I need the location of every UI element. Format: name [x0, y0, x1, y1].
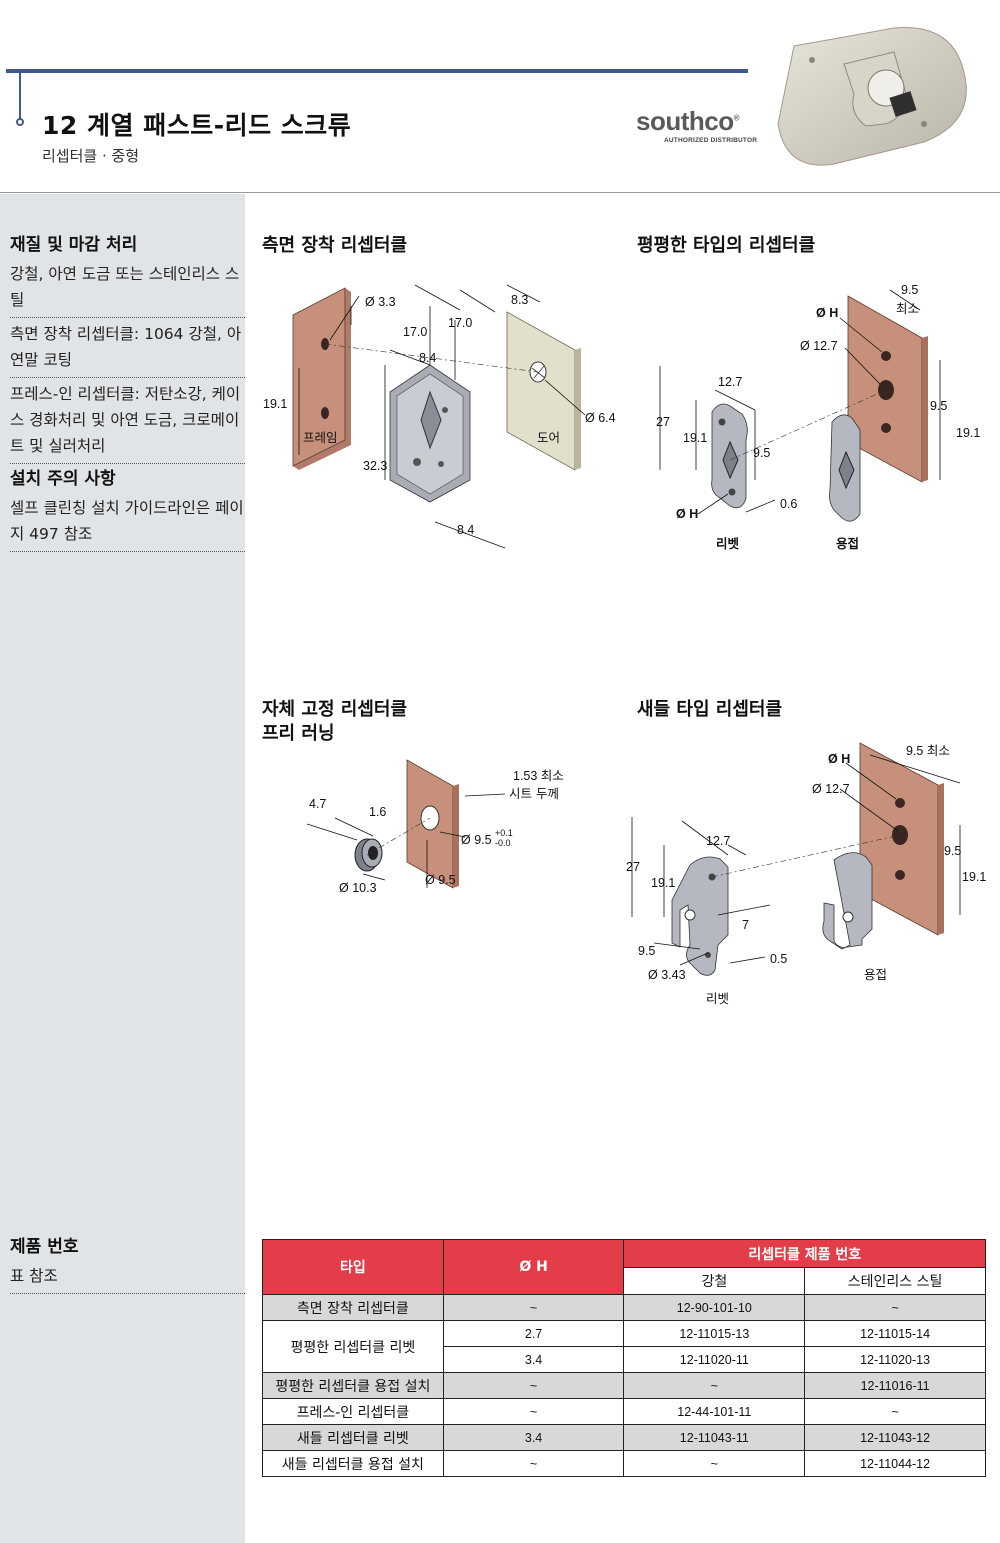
- col-dh-header: Ø H: [442, 1239, 625, 1295]
- southco-logo: southco® AUTHORIZED DISTRIBUTOR: [636, 106, 758, 144]
- svg-text:12.7: 12.7: [706, 834, 730, 848]
- svg-text:9.5: 9.5: [638, 944, 655, 958]
- svg-text:19.1: 19.1: [962, 870, 986, 884]
- svg-text:27: 27: [656, 415, 670, 429]
- page-title: 12 계열 패스트-리드 스크류: [42, 111, 352, 140]
- material-line-2: 측면 장착 리셉터클: 1064 강철, 아연말 코팅: [10, 318, 245, 378]
- table-row: 프레스-인 리셉터클 ~ 12-44-101-11 ~: [262, 1398, 986, 1425]
- saddle-type-diagram: Ø H 9.5 최소 Ø 12.7 12.7 27 19.1 9.5 19.1 …: [626, 742, 986, 1006]
- svg-text:8.3: 8.3: [511, 293, 528, 307]
- svg-text:Ø H: Ø H: [816, 306, 838, 320]
- side-mount-title: 측면 장착 리셉터클: [262, 235, 408, 256]
- part-number-section: 제품 번호 표 참조: [10, 1234, 245, 1294]
- svg-text:시트 두께: 시트 두께: [509, 786, 559, 801]
- svg-text:27: 27: [626, 860, 640, 874]
- material-line-1: 강철, 아연 도금 또는 스테인리스 스틸: [10, 258, 245, 318]
- self-fix-title: 자체 고정 리셉터클: [262, 699, 408, 720]
- svg-text:4.7: 4.7: [309, 797, 326, 811]
- svg-text:17.0: 17.0: [403, 325, 427, 339]
- part-number-table: 타입 Ø H 리셉터클 제품 번호 강철 스테인리스 스틸 측면 장착 리셉터클…: [262, 1239, 986, 1477]
- svg-text:Ø 12.7: Ø 12.7: [812, 782, 850, 796]
- svg-text:Ø 10.3: Ø 10.3: [339, 881, 377, 895]
- svg-text:용접: 용접: [864, 967, 887, 982]
- col-group-header: 리셉터클 제품 번호: [623, 1239, 986, 1268]
- svg-text:8.4: 8.4: [419, 351, 436, 365]
- part-heading: 제품 번호: [10, 1237, 79, 1257]
- free-running-title: 프리 러닝: [262, 723, 335, 744]
- material-line-3: 프레스-인 리셉터클: 저탄소강, 케이스 경화처리 및 아연 도금, 크로메이…: [10, 378, 245, 464]
- header-rule: [6, 69, 748, 73]
- material-heading: 재질 및 마감 처리: [10, 235, 138, 255]
- svg-text:9.5: 9.5: [901, 283, 918, 297]
- svg-text:Ø 3.3: Ø 3.3: [365, 295, 396, 309]
- svg-text:Ø 9.5: Ø 9.5: [425, 873, 456, 887]
- svg-text:9.5 최소: 9.5 최소: [906, 744, 950, 758]
- flat-type-title: 평평한 타입의 리셉터클: [637, 235, 816, 256]
- header-vertical-rule: [19, 73, 21, 121]
- table-row: 평평한 리셉터클 용접 설치 ~ ~ 12-11016-11: [262, 1372, 986, 1399]
- svg-text:리벳: 리벳: [706, 991, 729, 1006]
- svg-text:9.5: 9.5: [930, 399, 947, 413]
- product-photo: [777, 26, 967, 166]
- sidebar: 재질 및 마감 처리 강철, 아연 도금 또는 스테인리스 스틸 측면 장착 리…: [0, 194, 245, 1543]
- svg-text:1.53 최소: 1.53 최소: [513, 769, 564, 783]
- table-row: 새들 리셉터클 리벳 3.4 12-11043-11 12-11043-12: [262, 1424, 986, 1451]
- table-row: 3.4 12-11020-11 12-11020-13: [263, 1346, 986, 1373]
- install-text: 셀프 클린칭 설치 가이드라인은 페이지 497 참조: [10, 492, 245, 552]
- page-subtitle: 리셉터클 · 중형: [42, 147, 140, 165]
- svg-text:7: 7: [742, 918, 749, 932]
- svg-text:Ø 9.5: Ø 9.5: [461, 833, 492, 847]
- svg-text:8.4: 8.4: [457, 523, 474, 537]
- svg-text:Ø H: Ø H: [676, 507, 698, 521]
- svg-text:19.1: 19.1: [651, 876, 675, 890]
- svg-text:Ø H: Ø H: [828, 752, 850, 766]
- table-row: 새들 리셉터클 용접 설치 ~ ~ 12-11044-12: [262, 1450, 986, 1477]
- saddle-type-title: 새들 타입 리셉터클: [637, 699, 783, 720]
- svg-text:0.5: 0.5: [770, 952, 787, 966]
- svg-text:프레임: 프레임: [303, 430, 338, 445]
- svg-text:-0.0: -0.0: [495, 838, 511, 848]
- col-type-header: 타입: [262, 1239, 444, 1295]
- flat-type-diagram: Ø H 9.5 최소 Ø 12.7 12.7 27 19.1 9.5 9.5 1…: [656, 283, 980, 551]
- header-bullet: [16, 118, 24, 126]
- svg-text:도어: 도어: [537, 430, 560, 445]
- svg-text:리벳: 리벳: [716, 536, 740, 551]
- svg-text:19.1: 19.1: [263, 397, 287, 411]
- svg-text:+0.1: +0.1: [495, 828, 513, 838]
- svg-text:0.6: 0.6: [780, 497, 797, 511]
- svg-text:19.1: 19.1: [683, 431, 707, 445]
- svg-text:용접: 용접: [836, 536, 859, 551]
- svg-text:17.0: 17.0: [448, 316, 472, 330]
- col-ss-header: 스테인리스 스틸: [804, 1267, 986, 1295]
- svg-text:9.5: 9.5: [944, 844, 961, 858]
- col-steel-header: 강철: [623, 1267, 806, 1295]
- svg-text:Ø 12.7: Ø 12.7: [800, 339, 838, 353]
- table-row: 측면 장착 리셉터클 ~ 12-90-101-10 ~: [262, 1294, 986, 1321]
- svg-text:Ø 3.43: Ø 3.43: [648, 968, 686, 982]
- side-mount-diagram: Ø 3.3 8.3 17.0 17.0 8.4 19.1 32.3 8.4 Ø …: [263, 284, 616, 549]
- page-header: 12 계열 패스트-리드 스크류 리셉터클 · 중형 southco® AUTH…: [0, 0, 1000, 193]
- svg-text:1.6: 1.6: [369, 805, 386, 819]
- svg-text:Ø 6.4: Ø 6.4: [585, 411, 616, 425]
- part-text: 표 참조: [10, 1260, 245, 1294]
- svg-text:32.3: 32.3: [363, 459, 387, 473]
- table-row: 평평한 리셉터클 리벳 2.7 12-11015-13 12-11015-14: [262, 1320, 986, 1373]
- material-section: 재질 및 마감 처리 강철, 아연 도금 또는 스테인리스 스틸 측면 장착 리…: [10, 232, 245, 552]
- svg-text:12.7: 12.7: [718, 375, 742, 389]
- install-heading: 설치 주의 사항: [10, 469, 116, 489]
- svg-text:9.5: 9.5: [753, 446, 770, 460]
- svg-text:최소: 최소: [896, 301, 919, 316]
- svg-text:19.1: 19.1: [956, 426, 980, 440]
- press-in-diagram: 1.53 최소 시트 두께 4.7 1.6 Ø 9.5 +0.1 -0.0 Ø …: [306, 759, 564, 895]
